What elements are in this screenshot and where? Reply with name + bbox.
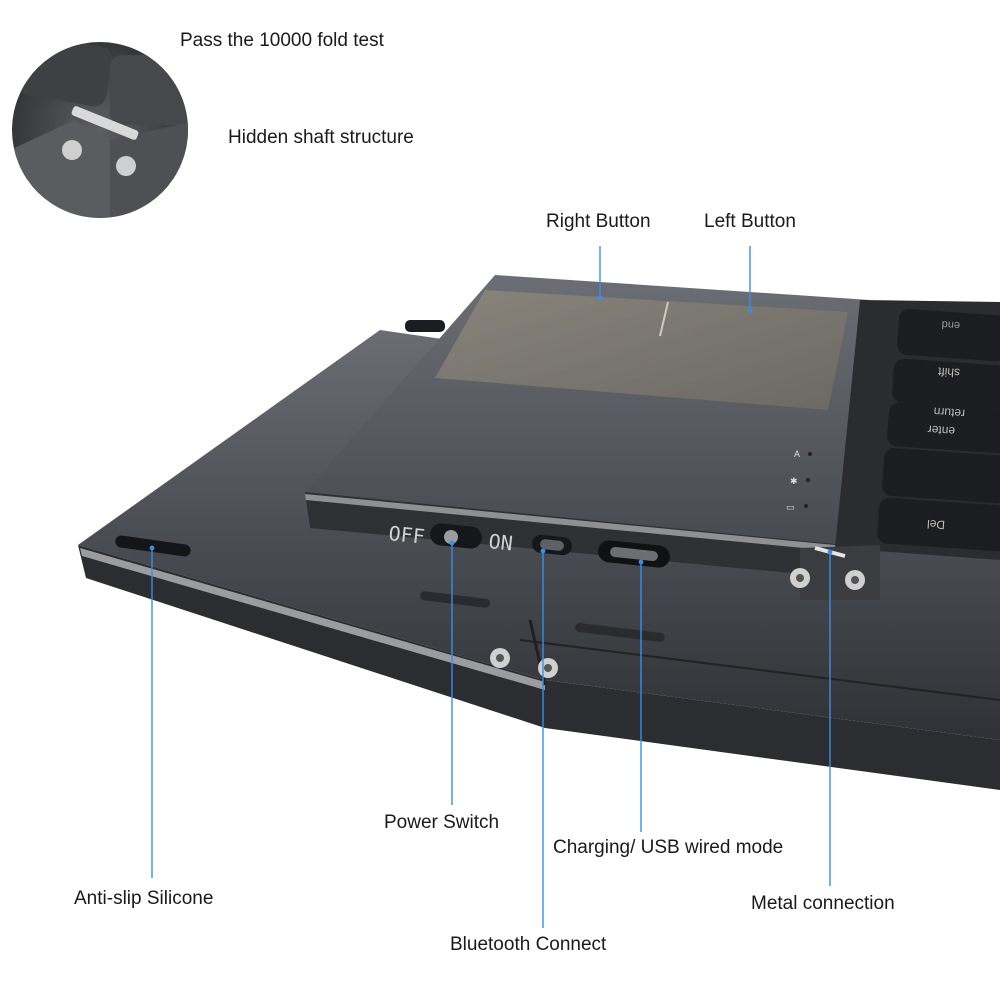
- key-enter: enter: [927, 423, 955, 439]
- metal-connection-label: Metal connection: [751, 893, 895, 914]
- anti-slip-label: Anti-slip Silicone: [74, 888, 214, 909]
- switch-off-label: OFF: [387, 521, 425, 549]
- hinge-zoom-inset: [12, 42, 188, 218]
- key-shift: shift: [937, 364, 961, 380]
- key-return: return: [933, 405, 965, 421]
- hidden-shaft-label: Hidden shaft structure: [228, 127, 414, 148]
- touchpad-surface: [435, 290, 848, 410]
- touchpad-panel: A ✱ ▭ OFF ON: [305, 275, 870, 578]
- bluetooth-label: Bluetooth Connect: [450, 934, 607, 955]
- svg-text:▭: ▭: [786, 502, 795, 512]
- switch-on-label: ON: [487, 529, 513, 555]
- svg-text:✱: ✱: [790, 476, 798, 486]
- key-end: end: [941, 318, 960, 331]
- left-button-label: Left Button: [704, 211, 796, 232]
- charging-label: Charging/ USB wired mode: [553, 837, 784, 858]
- fold-test-label: Pass the 10000 fold test: [180, 30, 384, 51]
- caps-indicator-glyph: A: [794, 449, 800, 459]
- hinge-screws: [790, 545, 880, 600]
- key-del: Del: [927, 517, 946, 532]
- right-button-label: Right Button: [546, 211, 651, 232]
- power-switch-label: Power Switch: [384, 812, 500, 833]
- leader-lines: [151, 246, 831, 928]
- keyboard-keys: end shift return enter Del: [835, 300, 1000, 560]
